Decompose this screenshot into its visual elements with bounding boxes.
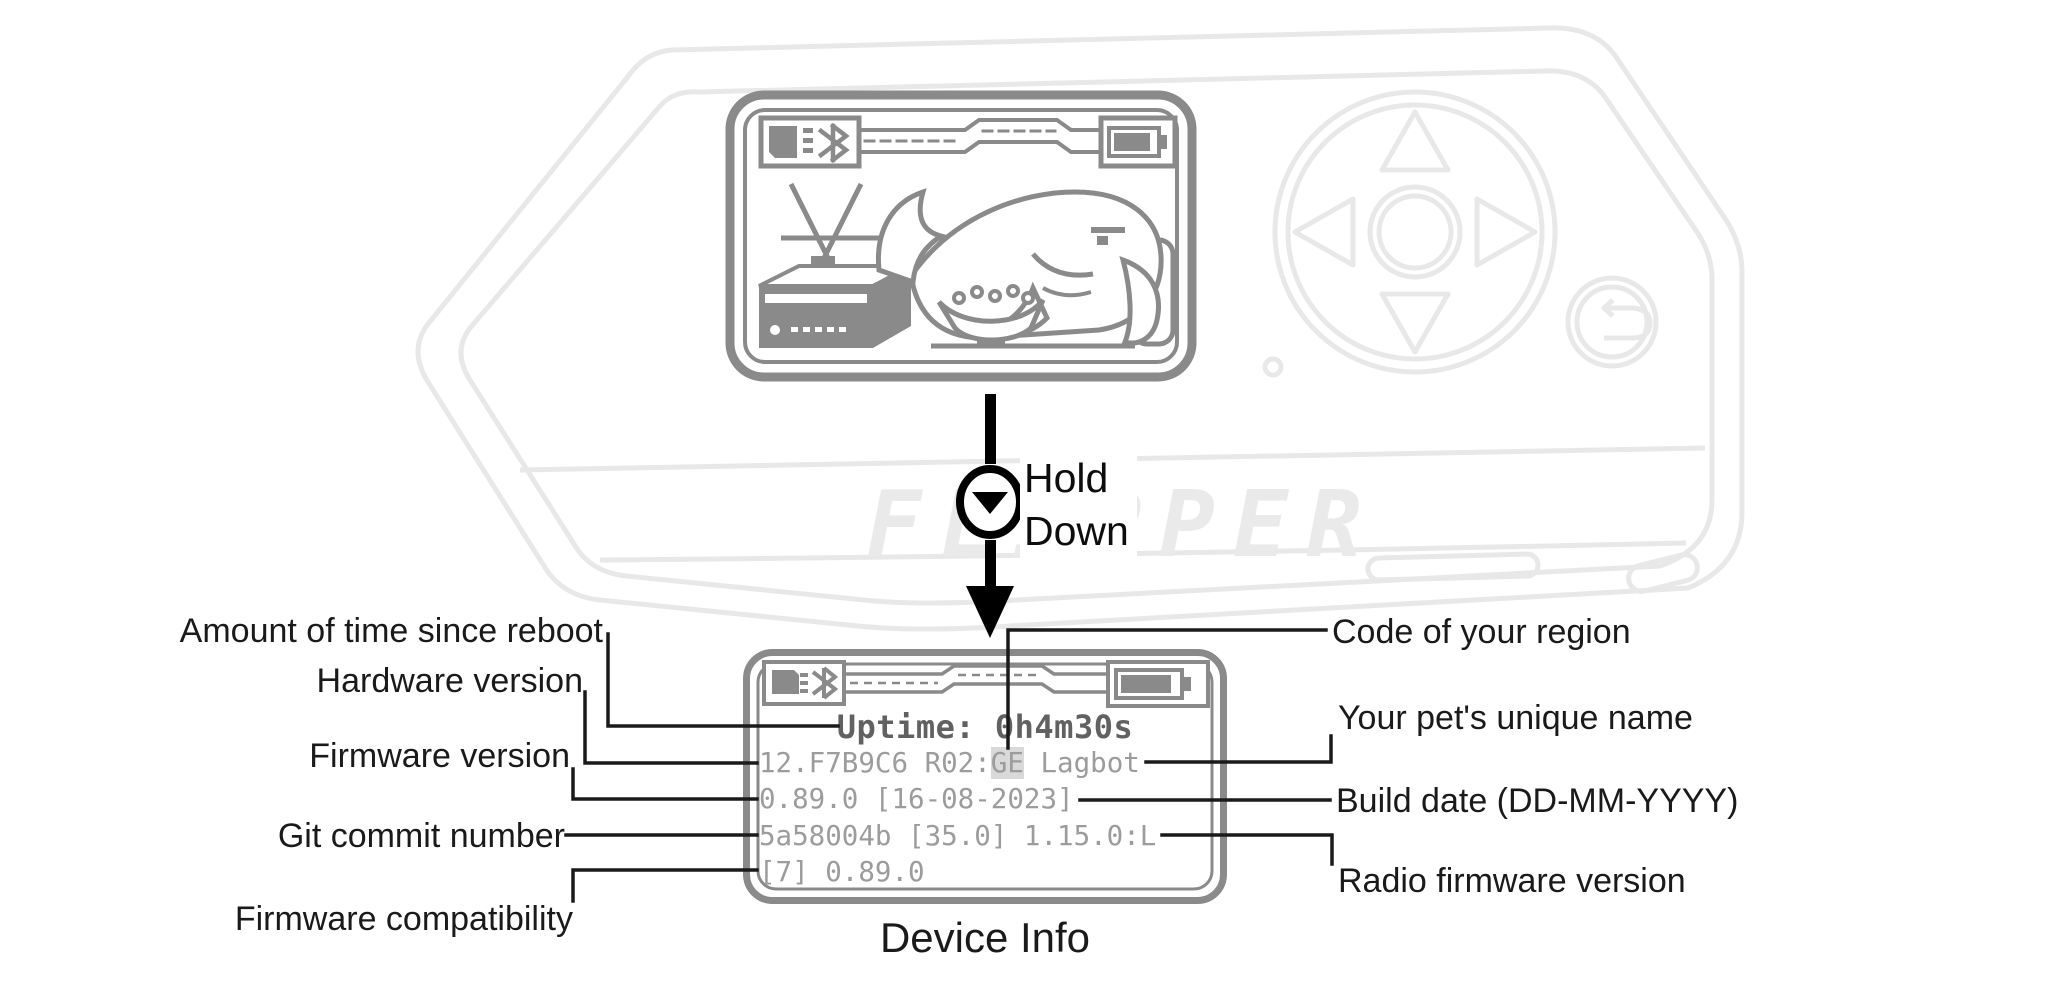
annotation-build-date: Build date (DD-MM-YYYY) <box>1336 782 1739 820</box>
device-info-lines: 12.F7B9C6 R02:GE Lagbot 0.89.0 [16-08-20… <box>759 745 1156 891</box>
dpad-up-icon <box>1379 109 1451 173</box>
body-inner-seam <box>458 68 1715 606</box>
bluetooth-icon <box>817 122 850 164</box>
dpad-left-icon <box>1292 196 1356 268</box>
annotation-firmware-version: Firmware version <box>309 737 570 775</box>
face-seam-line <box>519 445 1706 473</box>
down-label: Down <box>1024 508 1129 554</box>
dpad-center-button-inner <box>1376 193 1454 271</box>
food-bowl-icon <box>936 284 1046 346</box>
device-info-screen: Uptime: 0h4m30s 12.F7B9C6 R02:GE Lagbot … <box>742 648 1228 905</box>
back-button-inner <box>1574 284 1650 360</box>
annotation-uptime: Amount of time since reboot <box>179 612 603 650</box>
screen-frame-inner <box>743 108 1179 364</box>
dpad-center-button <box>1367 184 1463 280</box>
dolphin-watching-tv-art <box>758 182 1176 349</box>
uptime-value: Uptime: 0h4m30s <box>836 708 1134 746</box>
annotation-radio-firmware: Radio firmware version <box>1338 862 1686 900</box>
tv-icon <box>758 182 912 348</box>
dpad-ring <box>1272 89 1558 375</box>
annotation-firmware-compatibility: Firmware compatibility <box>234 900 573 938</box>
sd-card-icon <box>772 670 808 694</box>
annotation-hardware-version: Hardware version <box>316 662 583 700</box>
back-button <box>1565 275 1659 369</box>
battery-icon <box>1098 115 1178 169</box>
annotation-git-commit: Git commit number <box>277 817 565 855</box>
hardware-version-value: 12.F7B9C6 R02: <box>759 747 991 779</box>
status-bar <box>758 115 1178 169</box>
bottom-slot <box>1365 551 1541 583</box>
dpad-ring-inner <box>1285 102 1545 362</box>
usb-slot <box>1626 552 1700 594</box>
mic-hole <box>1262 356 1284 378</box>
battery-icon <box>1106 660 1210 708</box>
dpad-down-icon <box>1379 291 1451 355</box>
dolphin-smile <box>1031 252 1094 278</box>
dolphin-tail-fin <box>875 188 948 286</box>
idle-screen <box>725 90 1197 382</box>
screen-caption: Device Info <box>879 914 1091 961</box>
firmware-version-value: 0.89.0 [16-08-2023] <box>759 783 1074 816</box>
hold-down-label: Hold Down <box>1020 450 1137 562</box>
dpad-right-icon <box>1474 196 1538 268</box>
body-outer-outline <box>415 25 1745 632</box>
git-commit-value: 5a58004b [35.0] 1.15.0:L <box>759 819 1157 852</box>
annotation-pet-name: Your pet's unique name <box>1338 699 1693 737</box>
sd-card-icon <box>769 126 813 158</box>
firmware-compat-value: [7] 0.89.0 <box>759 856 925 889</box>
trace-lines <box>857 118 1103 154</box>
hold-label: Hold <box>1024 455 1109 501</box>
annotation-region-code: Code of your region <box>1332 613 1631 651</box>
dolphin-arm-on-couch <box>1119 256 1161 346</box>
back-icon <box>1601 298 1653 341</box>
pet-name-value: Lagbot <box>1023 747 1140 779</box>
arrowhead <box>966 586 1014 638</box>
region-code-value: GE <box>990 747 1024 779</box>
